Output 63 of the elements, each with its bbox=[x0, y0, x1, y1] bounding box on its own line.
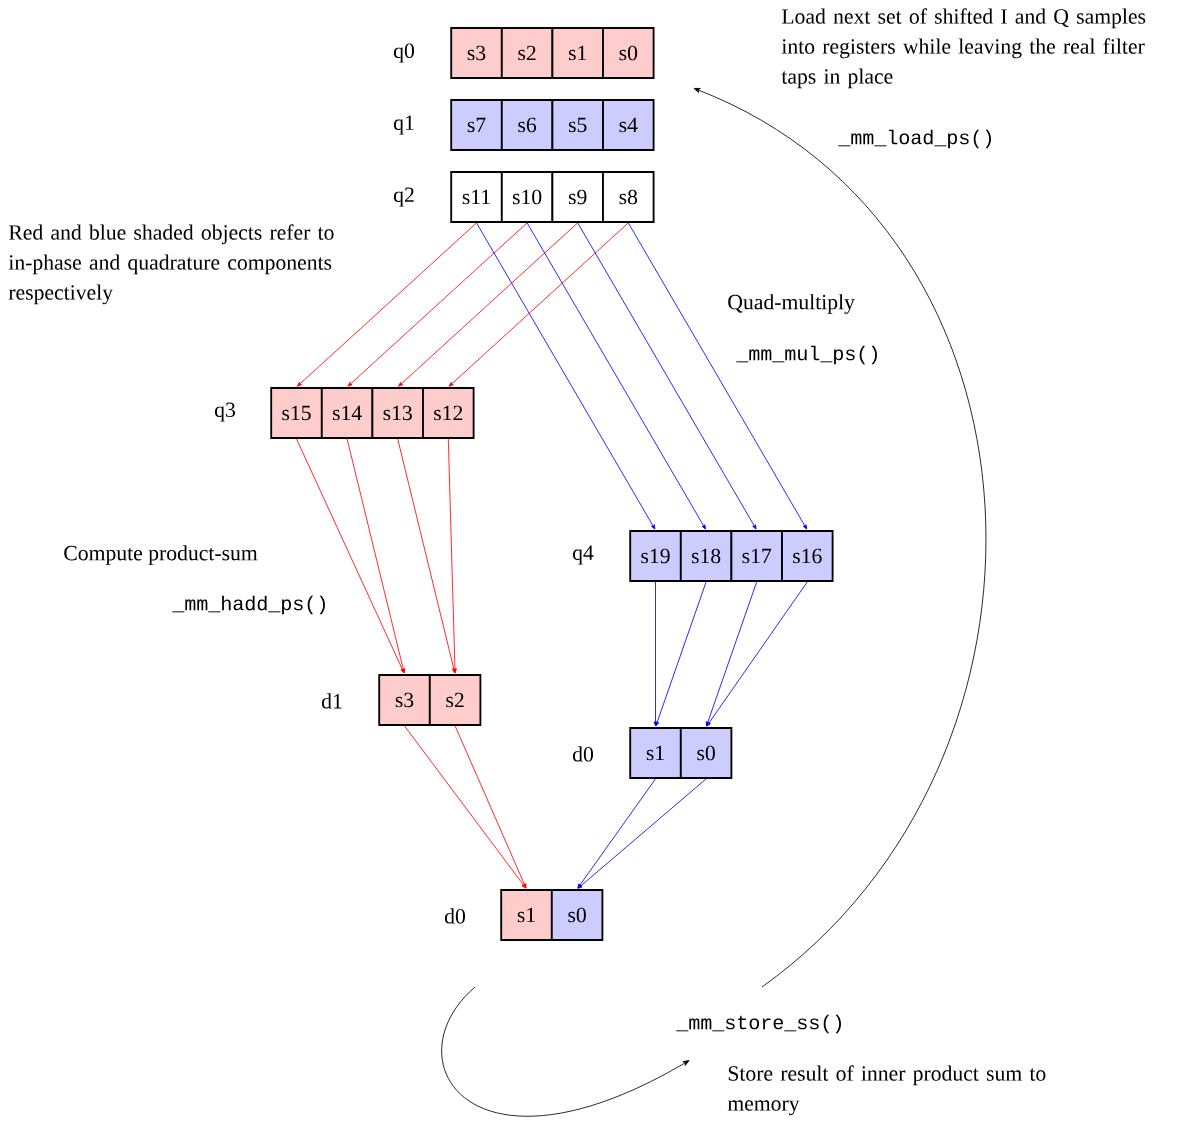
note-text: Load next set of shifted I and Q samples into registers while leaving the real filter taps in place bbox=[781, 8, 1146, 89]
arrow bbox=[398, 222, 579, 387]
arrow bbox=[526, 222, 706, 530]
arrow bbox=[296, 438, 405, 674]
function-name: _mm_load_ps() bbox=[838, 129, 991, 149]
arrow bbox=[577, 222, 757, 530]
register-cell: s16 bbox=[781, 530, 834, 582]
register-label: q0 bbox=[393, 43, 414, 63]
arrow bbox=[655, 581, 707, 727]
arrow bbox=[346, 438, 406, 674]
register-cell: s3 bbox=[378, 674, 431, 726]
register-label: d0 bbox=[572, 746, 593, 762]
register-cell: s11 bbox=[450, 171, 503, 223]
register-cell: s15 bbox=[270, 387, 323, 439]
arrow bbox=[404, 725, 527, 889]
register-cell: s12 bbox=[422, 387, 475, 439]
note-text: Store result of inner product sum to memory bbox=[727, 1065, 1046, 1116]
arrow bbox=[627, 222, 808, 530]
arrow bbox=[577, 778, 656, 889]
register-cell: s18 bbox=[679, 530, 733, 582]
arrow bbox=[296, 222, 477, 387]
arrow bbox=[653, 581, 658, 727]
register-cell: s2 bbox=[428, 674, 482, 726]
arrow bbox=[705, 581, 758, 727]
register-cell: s1 bbox=[551, 27, 604, 79]
note-text: Compute product-sum bbox=[64, 545, 258, 565]
register-cell: s17 bbox=[730, 530, 783, 582]
arrow bbox=[454, 725, 527, 889]
arrow bbox=[706, 581, 808, 727]
register-cell: s9 bbox=[551, 171, 604, 223]
register-cell: s2 bbox=[500, 27, 554, 79]
function-name: _mm_mul_ps() bbox=[736, 345, 877, 365]
arrow bbox=[397, 438, 456, 674]
register-cell: s19 bbox=[629, 530, 682, 582]
function-name: _mm_store_ss() bbox=[676, 1014, 841, 1034]
register-label: q2 bbox=[393, 187, 414, 207]
register-cell: s5 bbox=[551, 99, 604, 151]
register-label: d1 bbox=[321, 693, 342, 709]
register-cell: s4 bbox=[602, 99, 655, 151]
register-cell: s0 bbox=[550, 889, 604, 941]
register-cell: s0 bbox=[602, 27, 655, 79]
register-cell: s10 bbox=[500, 171, 554, 223]
register-label: q3 bbox=[214, 402, 235, 422]
register-cell: s13 bbox=[371, 387, 424, 439]
register-cell: s7 bbox=[450, 99, 503, 151]
register-cell: s8 bbox=[602, 171, 655, 223]
register-cell: s0 bbox=[679, 727, 733, 779]
note-text: Quad-multiply bbox=[728, 294, 855, 314]
register-cell: s1 bbox=[500, 889, 553, 941]
arrow bbox=[448, 222, 629, 387]
arrow bbox=[577, 778, 707, 889]
register-label: q4 bbox=[572, 545, 594, 565]
register-cell: s14 bbox=[320, 387, 374, 439]
register-label: q1 bbox=[393, 115, 414, 135]
arrow bbox=[447, 438, 457, 674]
arrow bbox=[476, 222, 656, 530]
register-cell: s6 bbox=[500, 99, 554, 151]
register-cell: s3 bbox=[450, 27, 503, 79]
register-label: d0 bbox=[444, 908, 465, 924]
arrow bbox=[347, 222, 528, 387]
note-text: Red and blue shaded objects refer to in-phase and quadrature components respectively bbox=[8, 224, 334, 305]
function-name: _mm_hadd_ps() bbox=[172, 595, 325, 615]
register-cell: s1 bbox=[629, 727, 682, 779]
